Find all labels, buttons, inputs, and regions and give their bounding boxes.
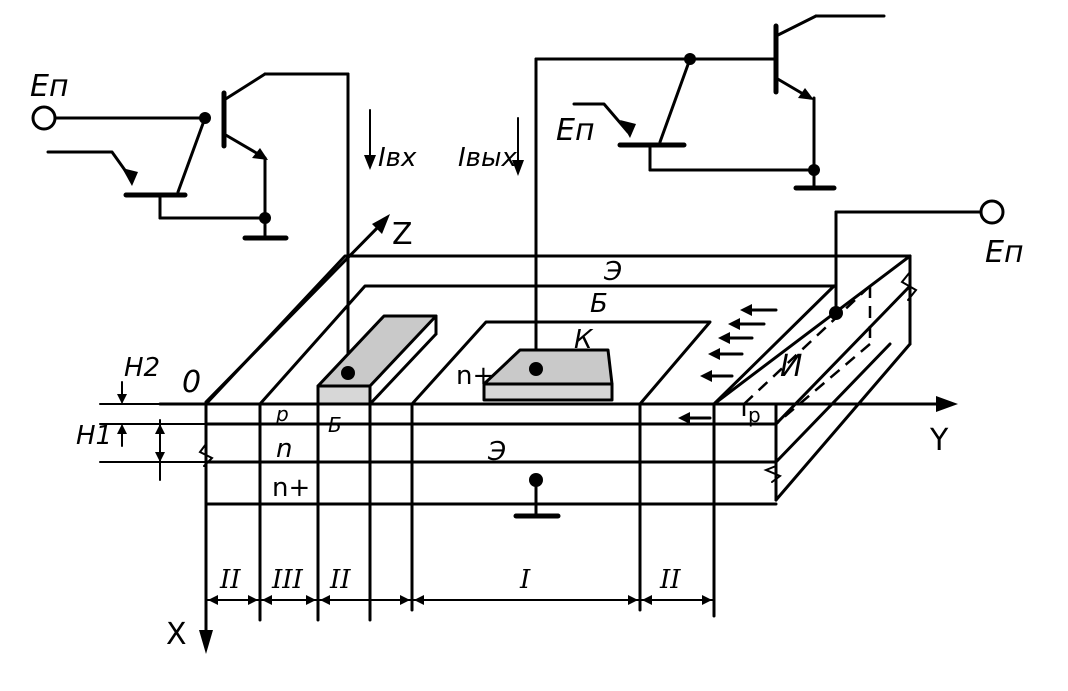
layer-n-label: n bbox=[276, 434, 292, 464]
mid-supply-label: Еп bbox=[556, 113, 595, 148]
layer-emitter-label: Э bbox=[487, 437, 506, 467]
injector-label: И bbox=[780, 349, 802, 384]
region-label-3: II bbox=[329, 565, 351, 595]
input-current-arrow-icon bbox=[364, 155, 376, 170]
region-label-4: I bbox=[519, 565, 531, 595]
base-pad-front bbox=[316, 384, 372, 406]
y-axis-label: Y bbox=[929, 423, 949, 458]
layer-p-label: p bbox=[275, 402, 289, 426]
layer-n-plus-label: n+ bbox=[272, 473, 310, 503]
y-axis-arrow-icon bbox=[936, 396, 958, 412]
right-supply-terminal bbox=[979, 199, 1005, 225]
region-label-5: II bbox=[659, 565, 681, 595]
left-supply-label: Еп bbox=[30, 69, 69, 104]
h1-label: H1 bbox=[76, 421, 112, 451]
top-collector-label: К bbox=[574, 325, 594, 355]
collector-pad-front bbox=[482, 382, 614, 402]
right-input-arrow-icon bbox=[620, 120, 636, 138]
x-axis-arrow-icon bbox=[199, 630, 213, 654]
layer-base-label: Б bbox=[328, 413, 342, 437]
height-dimensions: H2 H1 bbox=[76, 353, 207, 481]
region-dimensions: II III II I II bbox=[205, 565, 715, 605]
injection-arrows bbox=[678, 304, 778, 424]
x-axis-label: X bbox=[166, 617, 187, 652]
crystal-block: Э Б n+ К И p bbox=[198, 254, 918, 622]
region-label-1: II bbox=[219, 565, 241, 595]
collector-pad-top bbox=[482, 348, 614, 386]
z-axis-label: Z bbox=[392, 217, 413, 252]
injector-p-label: p bbox=[748, 403, 761, 427]
right-circuit: Еп bbox=[534, 14, 886, 371]
left-circuit: Еп bbox=[30, 69, 350, 375]
h2-label: H2 bbox=[124, 353, 160, 383]
region-label-2: III bbox=[271, 565, 304, 595]
left-input-arrow-icon bbox=[122, 168, 138, 186]
output-current-arrow-icon bbox=[512, 160, 524, 176]
right-supply-label: Еп bbox=[985, 235, 1024, 270]
input-current-label: Iвх bbox=[378, 143, 417, 173]
z-axis-arrow-icon bbox=[372, 214, 390, 234]
left-supply-terminal bbox=[31, 105, 57, 131]
top-emitter-label: Э bbox=[603, 257, 622, 287]
top-base-label: Б bbox=[590, 289, 608, 319]
origin-label: 0 bbox=[182, 365, 201, 400]
output-current-label: Iвых bbox=[458, 143, 518, 173]
right-emitter-arrow-icon bbox=[798, 88, 814, 100]
